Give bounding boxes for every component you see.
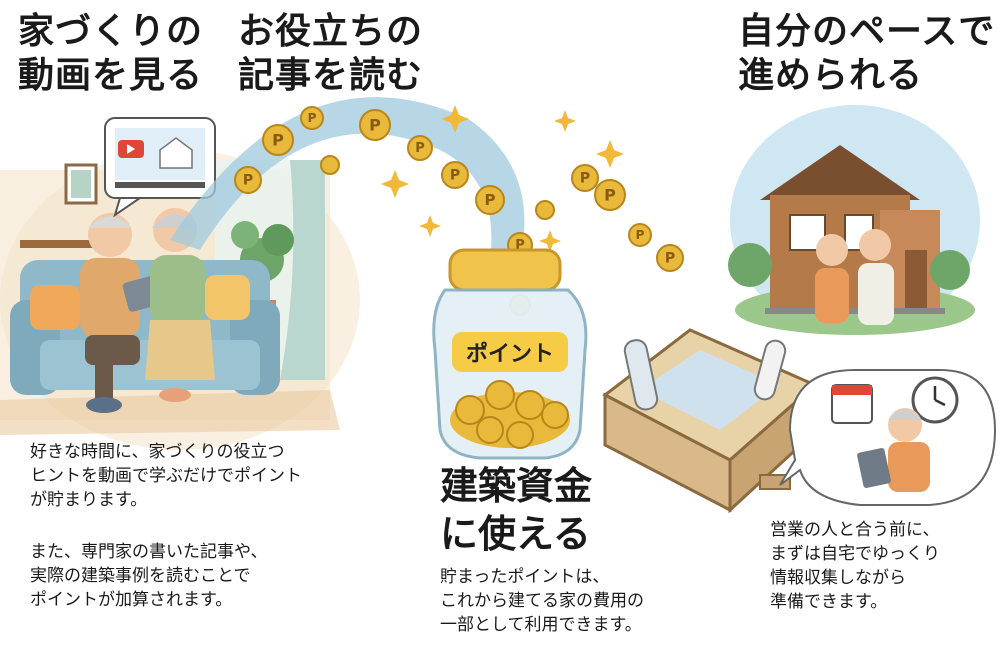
coin-mark: P <box>243 173 253 189</box>
video-desc-line3: が貯まります。 <box>30 490 148 510</box>
house-scene <box>728 105 980 335</box>
coin-mark: P <box>369 115 381 134</box>
coin-mark: P <box>272 130 284 149</box>
coin-icon <box>594 179 626 211</box>
video-desc-line1: 好きな時間に、家づくりの役立つ <box>30 442 285 462</box>
coin-icon <box>571 164 599 192</box>
coin-mark: P <box>485 191 496 209</box>
pace-desc-line4: 準備できます。 <box>770 592 888 612</box>
fund-desc-line1: 貯まったポイントは、 <box>440 567 610 587</box>
coin-icon <box>628 223 652 247</box>
coin-jar <box>432 248 588 460</box>
fund-desc-line3: 一部として利用できます。 <box>440 615 642 635</box>
coin-icon <box>359 109 391 141</box>
coin-mark: P <box>415 141 425 156</box>
article-desc-line1: また、専門家の書いた記事や、 <box>30 542 268 562</box>
article-heading-line2: 記事を読む <box>238 55 424 96</box>
coin-icon <box>300 106 324 130</box>
article-desc-line3: ポイントが加算されます。 <box>30 590 233 610</box>
planning-scene <box>779 369 997 506</box>
coin-icon <box>407 135 433 161</box>
coin-arc <box>170 97 525 260</box>
article-description: また、専門家の書いた記事や、 実際の建築事例を読むことで ポイントが加算されます… <box>30 540 268 612</box>
coin-mark: P <box>604 185 616 204</box>
coin-icon <box>234 166 262 194</box>
jar-label: ポイント <box>465 342 554 367</box>
fund-heading: 建築資金 に使える <box>440 462 592 558</box>
article-desc-line2: 実際の建築事例を読むことで <box>30 566 251 586</box>
video-heading-line1: 家づくりの <box>18 11 204 52</box>
article-heading: お役立ちの 記事を読む <box>238 10 423 98</box>
coin-mark: P <box>515 238 525 253</box>
coin-mark: P <box>450 168 460 184</box>
pace-heading-line1: 自分のペースで <box>738 11 996 52</box>
coin-icon <box>475 185 505 215</box>
fund-heading-line1: 建築資金 <box>440 464 593 508</box>
coin-icon <box>320 155 340 175</box>
sparkles <box>381 105 624 252</box>
coin-icon <box>441 161 469 189</box>
pace-desc-line2: まずは自宅でゆっくり <box>770 544 940 564</box>
living-room-scene <box>0 117 360 450</box>
coin-mark: P <box>665 251 675 267</box>
pace-description: 営業の人と合う前に、 まずは自宅でゆっくり 情報収集しながら 準備できます。 <box>770 518 940 614</box>
coin-mark: P <box>580 171 590 187</box>
pace-desc-line3: 情報収集しながら <box>770 568 906 588</box>
video-desc-line2: ヒントを動画で学ぶだけでポイント <box>30 466 302 486</box>
fund-desc-line2: これから建てる家の費用の <box>440 591 644 611</box>
video-description: 好きな時間に、家づくりの役立つ ヒントを動画で学ぶだけでポイント が貯まります。 <box>30 440 302 512</box>
coin-mark: P <box>308 111 317 125</box>
video-heading-line2: 動画を見る <box>18 55 204 96</box>
pace-desc-line1: 営業の人と合う前に、 <box>770 520 940 540</box>
fund-description: 貯まったポイントは、 これから建てる家の費用の 一部として利用できます。 <box>440 565 644 637</box>
coin-icon <box>656 244 684 272</box>
house-foundation <box>602 328 818 514</box>
video-heading: 家づくりの 動画を見る <box>18 10 203 98</box>
pace-heading: 自分のペースで 進められる <box>738 10 995 98</box>
coin-icon <box>535 200 555 220</box>
pace-heading-line2: 進められる <box>738 55 924 96</box>
coin-mark: P <box>636 228 645 242</box>
article-heading-line1: お役立ちの <box>238 11 424 52</box>
coin-icon <box>262 124 294 156</box>
fund-heading-line2: に使える <box>440 512 591 556</box>
